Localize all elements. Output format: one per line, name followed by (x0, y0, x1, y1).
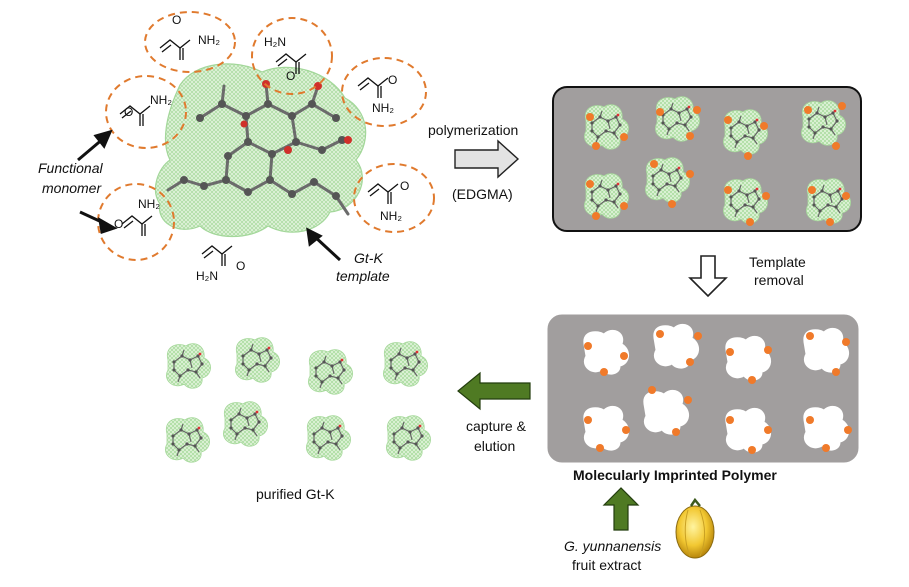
polymerization-label: polymerization (428, 122, 519, 138)
svg-text:NH₂: NH₂ (138, 197, 160, 211)
polymerization-arrow (454, 139, 520, 179)
free-monomer-bottom: O H₂N (196, 245, 245, 283)
functional-monomer-label-line2: monomer (42, 180, 102, 196)
svg-text:H₂N: H₂N (196, 269, 218, 283)
svg-text:NH₂: NH₂ (372, 101, 394, 115)
template-label-line2: template (336, 268, 390, 284)
monomer-ring-bottom-left: NH₂ O (97, 183, 175, 261)
capture-elution-arrow (457, 371, 531, 411)
edgma-label: (EDGMA) (452, 186, 513, 202)
monomer-ring-top: O NH₂ (144, 11, 236, 73)
template-removal-arrow (688, 255, 728, 298)
monomer-ring-right-bottom: O NH₂ (353, 163, 435, 233)
svg-text:O: O (172, 13, 181, 27)
capture-label-line2: elution (474, 438, 516, 454)
svg-text:O: O (400, 179, 409, 193)
capture-label-line1: capture & (466, 418, 526, 434)
mip-label: Molecularly Imprinted Polymer (573, 467, 777, 483)
monomer-ring-left: NH₂ O (105, 75, 187, 149)
svg-text:O: O (286, 69, 295, 83)
extract-input-arrow (602, 487, 640, 531)
purified-gtk-label: purified Gt-K (256, 486, 335, 502)
gtk-template-molecule (155, 63, 367, 237)
imprinted-polymer-panel (547, 314, 859, 463)
polymer-with-template-panel (552, 86, 862, 232)
garcinia-fruit-icon (675, 497, 715, 559)
svg-text:O: O (388, 73, 397, 87)
monomer-pointer-arrows (77, 129, 342, 262)
svg-text:NH₂: NH₂ (198, 33, 220, 47)
svg-text:H₂N: H₂N (264, 35, 286, 49)
extract-label-line1: G. yunnanensis (564, 538, 662, 554)
svg-text:O: O (124, 105, 133, 119)
svg-text:O: O (114, 217, 123, 231)
extract-label-line2: fruit extract (572, 557, 642, 573)
svg-text:O: O (236, 259, 245, 273)
template-removal-label-line2: removal (754, 272, 804, 288)
functional-monomer-label-line1: Functional (38, 160, 103, 176)
purified-molecules (164, 337, 432, 463)
template-removal-label-line1: Template (749, 254, 806, 270)
svg-text:NH₂: NH₂ (150, 93, 172, 107)
monomer-ring-top-right: H₂N O (251, 17, 333, 95)
svg-text:NH₂: NH₂ (380, 209, 402, 223)
template-label-line1: Gt-K (354, 250, 383, 266)
monomer-ring-right-top: O NH₂ (341, 57, 427, 127)
